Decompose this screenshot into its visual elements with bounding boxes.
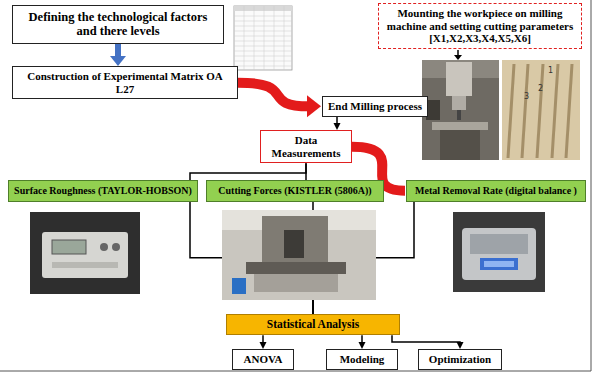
frame-line: [0, 371, 591, 372]
digital-balance-photo: [453, 212, 545, 292]
connector: [238, 83, 309, 107]
arrow-head: [307, 95, 321, 117]
connector: [305, 163, 307, 180]
node-text: Statistical Analysis: [231, 318, 395, 331]
node-text: Defining the technological factors and t…: [19, 10, 217, 39]
measurement-box: Data Measurements: [260, 130, 352, 163]
arrow-head: [110, 56, 126, 66]
node-text: End Milling process: [328, 100, 422, 113]
measurement-type-box: Metal Removal Rate (digital balance ): [406, 180, 586, 202]
arrow-head: [260, 342, 267, 349]
setup-box: Mounting the workpiece on milling machin…: [378, 3, 582, 49]
node-text: Construction of Experimental Matrix OA L…: [18, 70, 232, 95]
node-text: Metal Removal Rate (digital balance ): [411, 185, 581, 197]
node-text: ANOVA: [238, 353, 288, 366]
result-box: Modeling: [326, 349, 398, 370]
frame-line: [591, 0, 592, 371]
process-box: Construction of Experimental Matrix OA L…: [12, 66, 238, 99]
node-text: Mounting the workpiece on milling machin…: [384, 7, 576, 45]
result-box: ANOVA: [232, 349, 294, 370]
connector: [190, 163, 306, 180]
node-text: Modeling: [332, 353, 392, 366]
workpiece-mark: 3: [524, 92, 529, 101]
result-box: Optimization: [418, 349, 502, 370]
dynamometer-setup-photo: [222, 210, 376, 300]
node-text: Surface Roughness (TAYLOR-HOBSON): [13, 185, 193, 197]
milling-machine-photo: [422, 60, 499, 160]
arrow-head: [457, 342, 464, 349]
measurement-type-box: Surface Roughness (TAYLOR-HOBSON): [8, 180, 198, 202]
arrow-head: [359, 342, 366, 349]
measurement-type-box: Cutting Forces (KISTLER (5806A)): [206, 180, 384, 202]
arrow-head: [334, 123, 341, 130]
workpiece-mark: 1: [548, 66, 553, 75]
roughness-tester-photo: [30, 212, 140, 294]
process-box: End Milling process: [322, 96, 428, 117]
node-text: Data Measurements: [265, 134, 347, 159]
matrix-table-image: [234, 6, 292, 70]
analysis-bar: Statistical Analysis: [226, 314, 400, 335]
connector: [392, 335, 460, 343]
connector: [115, 44, 121, 58]
node-text: Optimization: [424, 353, 496, 366]
process-box: Defining the technological factors and t…: [12, 5, 224, 44]
workpiece-mark: 2: [538, 84, 543, 93]
node-text: Cutting Forces (KISTLER (5806A)): [211, 185, 379, 197]
pointer-arrow-head: [454, 55, 462, 60]
workpiece-photo: [502, 60, 580, 160]
